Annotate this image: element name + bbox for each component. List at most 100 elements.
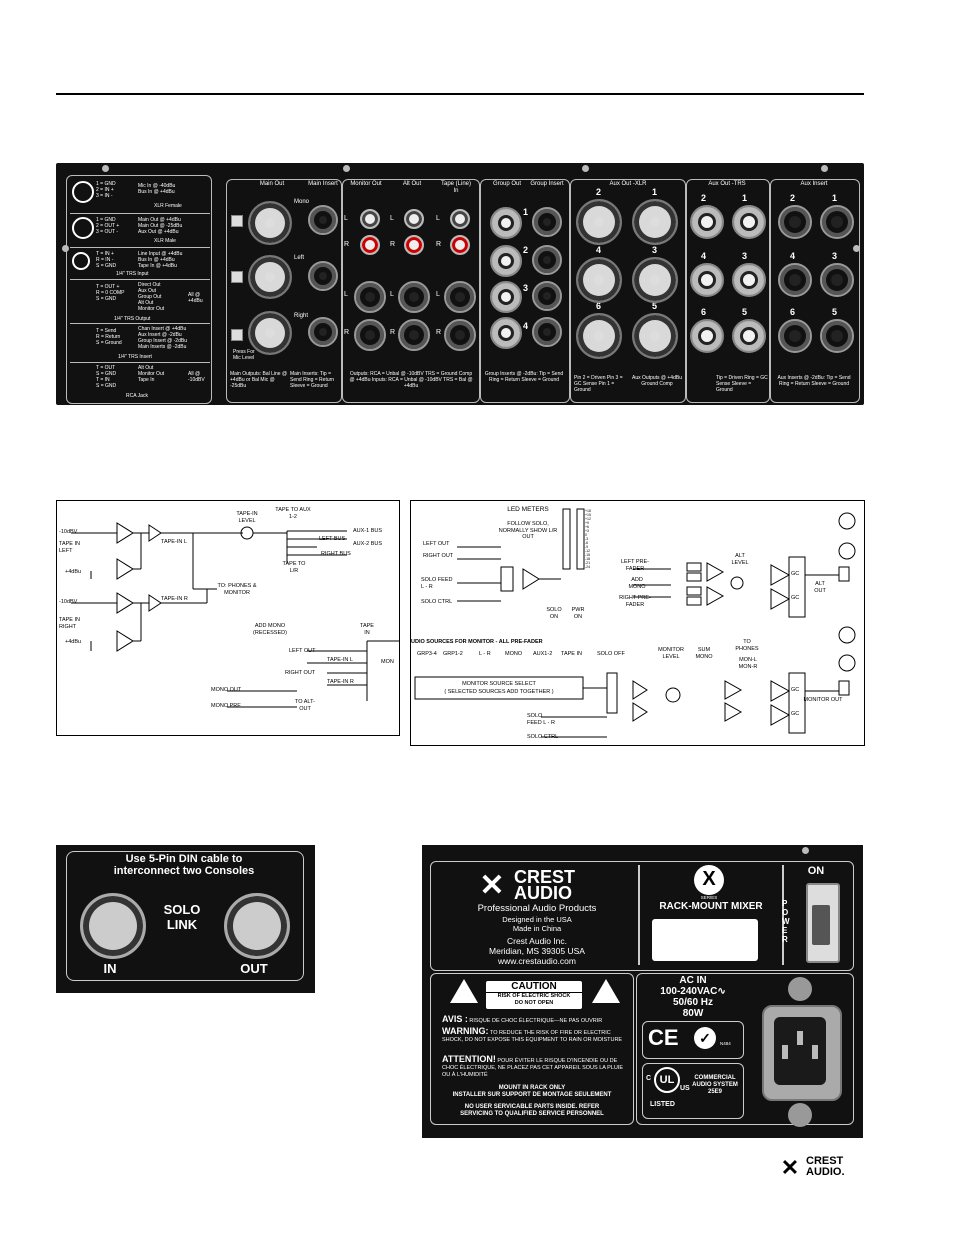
monitor-out-rca-left[interactable]	[360, 209, 380, 229]
mic-level-switch[interactable]	[231, 329, 243, 341]
aux-trs-section	[686, 179, 770, 403]
out-label: OUT	[240, 961, 268, 976]
aux-insert-jack-4[interactable]	[778, 263, 812, 297]
mic-level-switch[interactable]	[231, 215, 243, 227]
group-out-jack-4[interactable]	[490, 317, 522, 349]
in-label: IN	[103, 961, 117, 976]
header-rule	[56, 93, 864, 95]
diagram-label: +4dBu	[65, 569, 82, 575]
pin-text: 1 = GND	[96, 217, 116, 223]
desc-text: Alt Out	[138, 365, 154, 371]
alt-out-trs-right[interactable]	[398, 319, 430, 351]
aux-trs-output-6[interactable]	[690, 319, 724, 353]
panel-screw	[62, 245, 69, 252]
diagram-label: ADD MONO (RECESSED)	[253, 623, 287, 636]
diagram-label: LEFT BUS	[319, 536, 346, 542]
desc-text: Alt Out	[138, 300, 154, 306]
aux-xlr-output-5[interactable]	[632, 313, 678, 359]
group-insert-jack-1[interactable]	[532, 207, 562, 237]
ac-voltage: 100-240VAC∿	[660, 986, 726, 997]
aux-trs-output-4[interactable]	[690, 263, 724, 297]
aux-xlr-output-3[interactable]	[632, 257, 678, 303]
ul-listed-icon: UL	[654, 1067, 680, 1093]
r-label: R	[344, 329, 350, 336]
group-insert-jack-3[interactable]	[532, 281, 562, 311]
alt-out-rca-right[interactable]	[404, 235, 424, 255]
aux-insert-jack-2[interactable]	[778, 205, 812, 239]
aux-inserts-note: Aux Inserts @ -2dBu: Tip = Send Ring = R…	[777, 375, 851, 387]
group-number: 3	[523, 283, 529, 293]
left-xlr-output[interactable]	[248, 255, 292, 299]
diagram-label: SOLO OFF	[597, 651, 625, 657]
aux-trs-output-1[interactable]	[732, 205, 766, 239]
press-for-mic-level: Press For Mic Level	[233, 349, 255, 361]
group-insert-jack-4[interactable]	[532, 317, 562, 347]
monitor-out-trs-right[interactable]	[354, 319, 386, 351]
monitor-out-trs-left[interactable]	[354, 281, 386, 313]
crest-logo-icon: ✕	[479, 869, 505, 902]
pin-text: 1 = GND	[96, 181, 116, 187]
company: Crest Audio Inc.	[506, 936, 567, 946]
link-label: LINK	[166, 917, 198, 932]
trs-jack-icon	[72, 252, 90, 270]
alt-out-rca-left[interactable]	[404, 209, 424, 229]
group-insert-jack-2[interactable]	[532, 245, 562, 275]
solo-link-title: interconnect two Consoles	[113, 865, 255, 877]
aux-xlr-output-1[interactable]	[632, 199, 678, 245]
aux-trs-output-2[interactable]	[690, 205, 724, 239]
aux-xlr-output-2[interactable]	[576, 199, 622, 245]
aux-trs-output-5[interactable]	[732, 319, 766, 353]
monitor-out-rca-right[interactable]	[360, 235, 380, 255]
city: Meridian, MS 39305 USA	[489, 946, 585, 956]
mic-level-switch[interactable]	[231, 271, 243, 283]
left-insert-jack[interactable]	[308, 261, 338, 291]
aux-insert-jack-5[interactable]	[820, 319, 854, 353]
group-out-jack-3[interactable]	[490, 281, 522, 313]
tape-in-rca-right[interactable]	[450, 235, 470, 255]
right-label: Right	[294, 313, 309, 319]
diagram-label: RIGHT OUT	[285, 670, 316, 676]
diagram-label: LEFT OUT	[289, 648, 316, 654]
mono-xlr-output[interactable]	[248, 201, 292, 245]
tape-in-trs-right[interactable]	[444, 319, 476, 351]
tape-in-trs-left[interactable]	[444, 281, 476, 313]
aux-number: 6	[596, 301, 602, 311]
group-out-label: Group Out	[492, 181, 521, 187]
footer-logo-line2: AUDIO.	[806, 1166, 845, 1178]
aux-insert-jack-1[interactable]	[820, 205, 854, 239]
divider	[782, 865, 784, 965]
alt-out-trs-left[interactable]	[398, 281, 430, 313]
tape-in-rca-left[interactable]	[450, 209, 470, 229]
mono-insert-jack[interactable]	[308, 205, 338, 235]
aux-insert-jack-6[interactable]	[778, 319, 812, 353]
diagram-label: MON	[381, 659, 394, 665]
aux-trs-note: Tip = Driven Ring = GC Sense Sleeve = Gr…	[716, 375, 768, 393]
diagram-label: TAPE-IN LEVEL	[236, 511, 258, 524]
din-in-connector[interactable]	[80, 893, 146, 959]
aux-xlr-output-6[interactable]	[576, 313, 622, 359]
meter-tick: 0	[585, 533, 587, 537]
diagram-label: LEFT OUT	[423, 541, 450, 547]
right-xlr-output[interactable]	[248, 311, 292, 355]
aux-number: 5	[832, 307, 838, 317]
group-out-jack-2[interactable]	[490, 245, 522, 277]
aux-insert-jack-3[interactable]	[820, 263, 854, 297]
diagram-label: TAPE TO AUX 1-2	[275, 507, 311, 520]
right-insert-jack[interactable]	[308, 317, 338, 347]
aux-trs-output-3[interactable]	[732, 263, 766, 297]
diagram-label: GRP1-2	[443, 651, 463, 657]
desc-text: Tape In @ +4dBu	[138, 263, 177, 269]
din-out-connector[interactable]	[224, 893, 290, 959]
desc-text: Group Out	[138, 294, 162, 300]
legend-caption: RCA Jack	[126, 393, 148, 399]
mount-line: MOUNT IN RACK ONLY	[498, 1085, 566, 1091]
aux-xlr-output-4[interactable]	[576, 257, 622, 303]
diagram-label: AUX-1 BUS	[353, 528, 383, 534]
xlr-female-icon	[72, 181, 94, 203]
x-series-badge: X	[694, 865, 724, 895]
diagram-label: TAPE-IN R	[161, 596, 188, 602]
group-out-jack-1[interactable]	[490, 207, 522, 239]
aux-xlr-pin-note: Pin 2 = Driven Pin 3 = GC Sense Pin 1 = …	[574, 375, 623, 393]
power-switch-rocker[interactable]	[812, 905, 830, 945]
aux-number: 3	[652, 245, 658, 255]
